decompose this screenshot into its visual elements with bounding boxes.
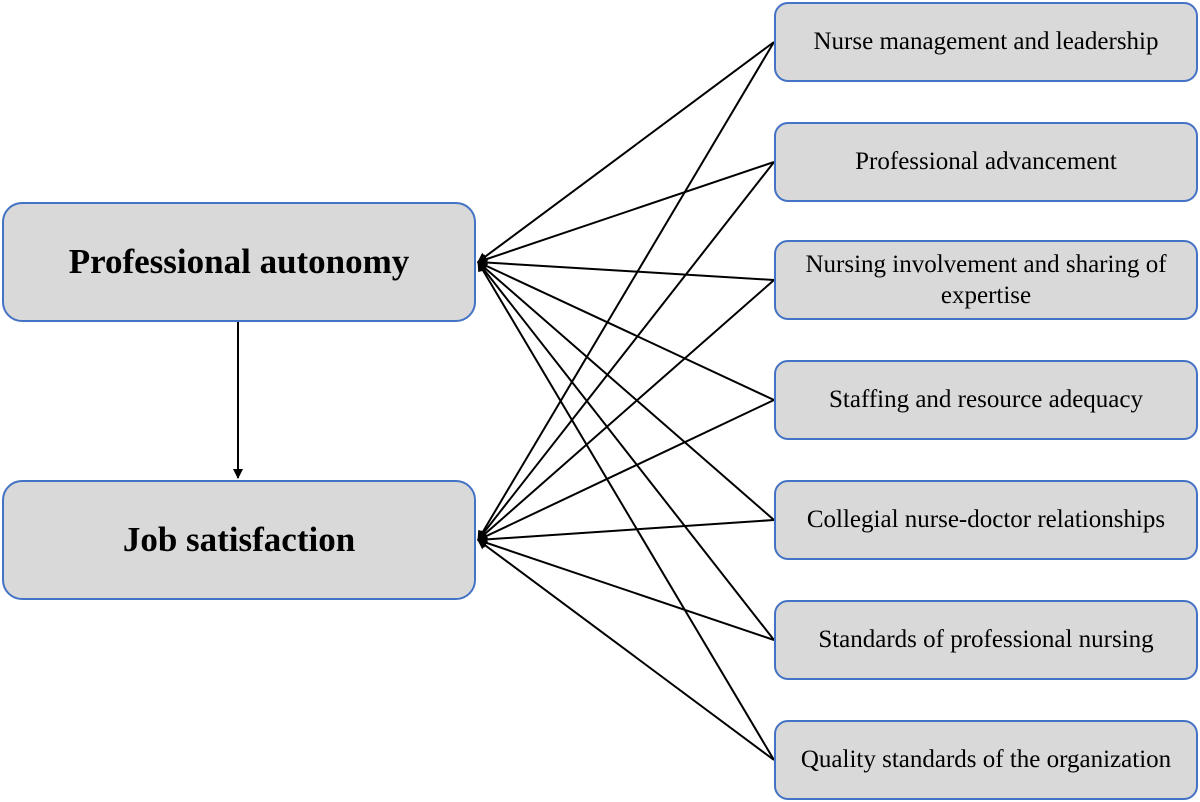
connector-factor-3-to-satisfaction	[477, 399, 775, 541]
job-satisfaction-label: Job satisfaction	[122, 520, 356, 559]
factor-label: Standards of professional nursing	[818, 626, 1154, 654]
connector-factor-4-to-satisfaction	[477, 519, 775, 545]
connector-factor-0-to-autonomy	[477, 41, 775, 263]
factor-box-nursing-involvement: Nursing involvement and sharing of exper…	[774, 240, 1198, 320]
connector-factor-4-to-autonomy	[477, 261, 775, 521]
connector-factor-1-to-autonomy	[477, 161, 775, 264]
connector-factor-0-to-satisfaction	[477, 41, 775, 541]
connector-factor-5-to-satisfaction	[477, 538, 775, 641]
factor-box-collegial-relationships: Collegial nurse-doctor relationships	[774, 480, 1198, 560]
job-satisfaction-box: Job satisfaction	[2, 480, 476, 600]
factor-box-nurse-management: Nurse management and leadership	[774, 2, 1198, 82]
connector-factor-1-to-satisfaction	[477, 161, 775, 541]
factor-box-quality-standards: Quality standards of the organization	[774, 720, 1198, 800]
factor-label: Quality standards of the organization	[800, 746, 1172, 774]
factor-label: Nursing involvement and sharing of exper…	[805, 250, 1167, 309]
connector-factor-3-to-autonomy	[477, 261, 775, 401]
connector-factor-5-to-autonomy	[477, 261, 775, 641]
connector-factor-6-to-satisfaction	[477, 539, 775, 761]
professional-autonomy-label: Professional autonomy	[68, 242, 410, 281]
factor-label: Professional advancement	[855, 148, 1117, 176]
connector-factor-2-to-autonomy	[477, 257, 775, 281]
factor-box-standards-nursing: Standards of professional nursing	[774, 600, 1198, 680]
professional-autonomy-box: Professional autonomy	[2, 202, 476, 322]
factor-box-professional-advancement: Professional advancement	[774, 122, 1198, 202]
connector-factor-2-to-satisfaction	[477, 279, 775, 541]
connector-factor-6-to-autonomy	[477, 261, 775, 761]
factor-label: Nurse management and leadership	[813, 28, 1159, 56]
factor-label: Staffing and resource adequacy	[829, 386, 1143, 414]
factor-label: Collegial nurse-doctor relationships	[806, 506, 1166, 534]
factor-box-staffing: Staffing and resource adequacy	[774, 360, 1198, 440]
